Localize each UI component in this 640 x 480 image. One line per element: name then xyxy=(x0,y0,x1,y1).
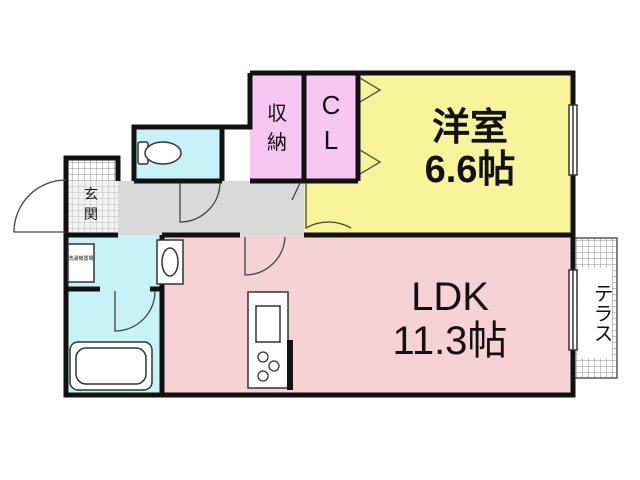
entrance-label-top: 玄 xyxy=(84,186,98,202)
storage-label-top: 収 xyxy=(267,103,287,125)
entrance-step xyxy=(66,181,118,235)
storage-label-bottom: 納 xyxy=(267,132,287,154)
ldk-room-size: 11.3帖 xyxy=(392,319,508,363)
washer-pan-label: 洗濯機置場 xyxy=(68,256,94,262)
stove-icon xyxy=(257,351,280,382)
washer-pan-icon xyxy=(67,243,95,283)
western-room xyxy=(358,73,573,235)
western-room-entry xyxy=(304,181,358,235)
door-swing-icon xyxy=(13,77,382,332)
bathtub-icon xyxy=(69,341,153,391)
kitchen-counter-icon xyxy=(247,291,293,390)
sink-icon xyxy=(156,239,184,285)
ldk-room xyxy=(162,235,573,395)
toilet-icon xyxy=(137,141,182,165)
storage xyxy=(250,73,304,181)
closet-label-top: C xyxy=(321,90,341,120)
ldk-room-name: LDK xyxy=(411,275,489,319)
window-icon xyxy=(568,104,578,351)
western-room-size: 6.6帖 xyxy=(424,149,516,191)
closet xyxy=(304,73,358,181)
closet-label-bottom: L xyxy=(323,125,339,155)
terrace-label: テラス xyxy=(578,268,612,358)
entrance-label-bottom: 関 xyxy=(84,206,98,222)
western-room-name: 洋室 xyxy=(431,107,508,149)
